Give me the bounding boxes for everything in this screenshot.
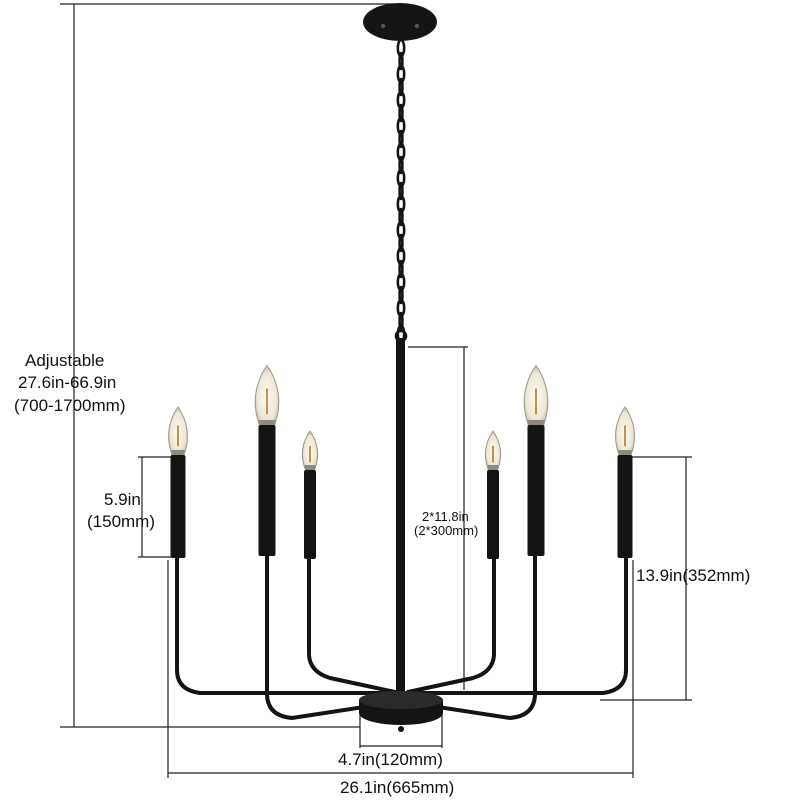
bulb-base bbox=[527, 420, 545, 425]
chain-link bbox=[398, 155, 404, 175]
candle bbox=[484, 430, 502, 559]
candles bbox=[168, 364, 635, 559]
candle-height-mm: (150mm) bbox=[87, 512, 156, 531]
bulb-base bbox=[304, 465, 316, 470]
chain-link bbox=[398, 233, 404, 253]
bulb-base bbox=[618, 450, 632, 455]
candle-sleeve bbox=[170, 455, 186, 558]
candle bbox=[523, 364, 549, 556]
candle bbox=[254, 364, 280, 556]
candle-sleeve bbox=[258, 425, 276, 556]
bulb-base bbox=[487, 465, 499, 470]
bulb-base bbox=[171, 450, 185, 455]
height-label: Adjustable bbox=[25, 351, 105, 370]
total-width-label: 26.1in(665mm) bbox=[340, 778, 455, 797]
candle-sleeve bbox=[527, 425, 545, 556]
candle-sleeve bbox=[617, 455, 633, 558]
body-height-label: 13.9in(352mm) bbox=[636, 566, 751, 585]
arm-length-in: 2*11.8in bbox=[422, 509, 469, 524]
chain-link bbox=[398, 103, 404, 123]
hanging-chain bbox=[394, 38, 408, 344]
candle-sleeve bbox=[304, 470, 316, 559]
base-hub bbox=[359, 691, 443, 732]
candle bbox=[615, 406, 635, 558]
bulb-base bbox=[258, 420, 276, 425]
arm-length-mm: (2*300mm) bbox=[414, 523, 479, 538]
chain-link bbox=[398, 51, 404, 71]
ceiling-canopy bbox=[363, 3, 437, 41]
candle-height-in: 5.9in bbox=[104, 490, 141, 509]
arms bbox=[175, 553, 628, 721]
candle-sleeve bbox=[487, 470, 499, 559]
chain-link bbox=[398, 77, 404, 97]
center-stem bbox=[396, 338, 405, 708]
chain-link bbox=[398, 259, 404, 279]
chain-link bbox=[398, 129, 404, 149]
base-width-label: 4.7in(120mm) bbox=[338, 750, 443, 769]
dimension-lines bbox=[60, 3, 692, 778]
chain-link bbox=[398, 285, 404, 305]
chain-link bbox=[398, 207, 404, 227]
chain-link bbox=[398, 181, 404, 201]
height-range-in: 27.6in-66.9in bbox=[18, 373, 117, 392]
chain-link bbox=[398, 311, 404, 331]
height-range-mm: (700-1700mm) bbox=[14, 396, 126, 415]
candle bbox=[168, 406, 188, 558]
candle bbox=[301, 430, 319, 559]
